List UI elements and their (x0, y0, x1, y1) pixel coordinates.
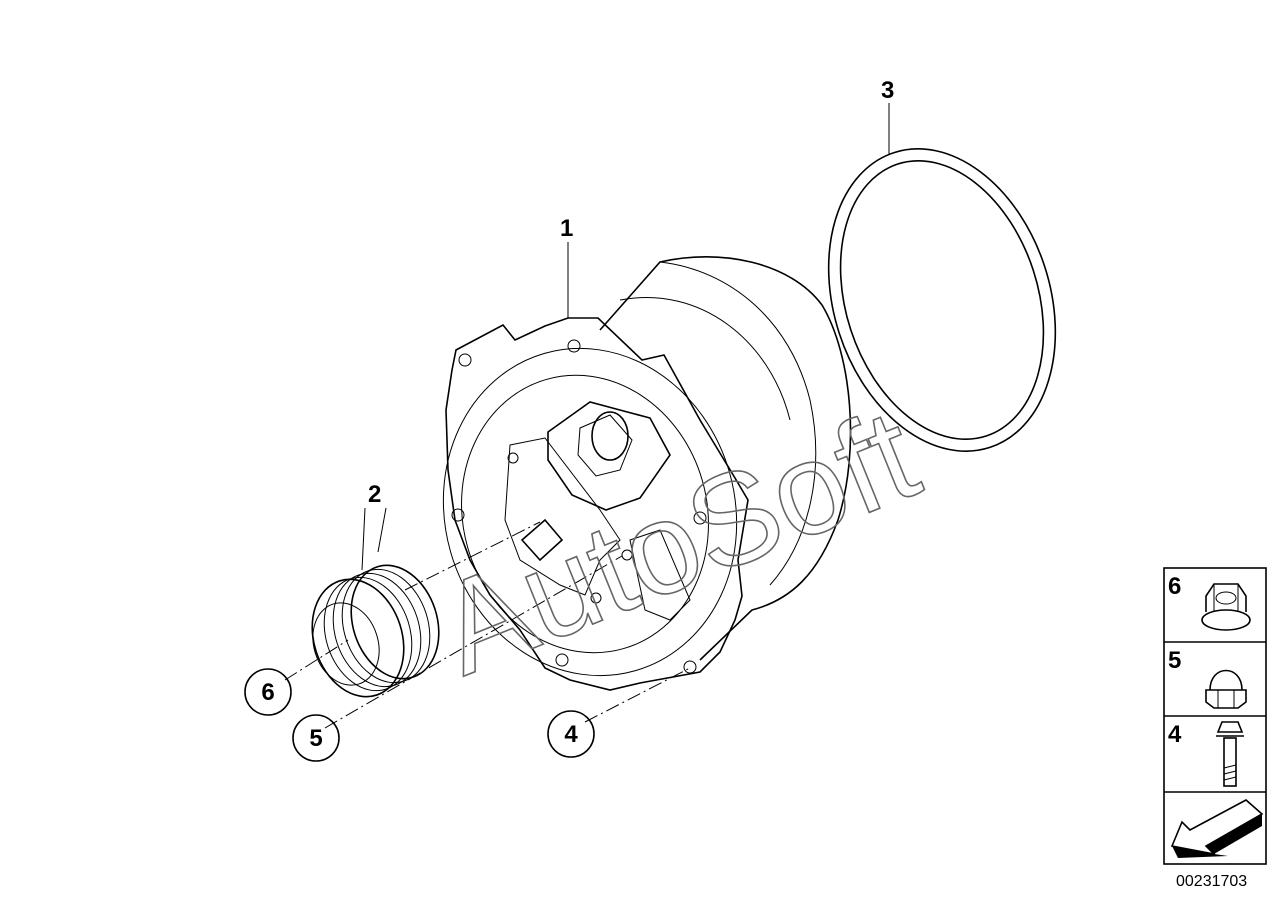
callout-5: 5 (292, 714, 340, 762)
callout-6: 6 (244, 668, 292, 716)
svg-text:4: 4 (564, 721, 578, 748)
legend-label-6: 6 (1168, 573, 1181, 600)
leader-lines (284, 103, 890, 729)
arrow-icon (1170, 799, 1264, 858)
callout-3: 3 (881, 77, 894, 104)
watermark: AutoSoft (419, 380, 936, 702)
alternator (442, 256, 852, 691)
cap-nut-icon (1205, 669, 1247, 709)
flange-nut-icon (1201, 583, 1251, 631)
svg-text:5: 5 (309, 725, 322, 752)
bolt-icon (1216, 721, 1244, 787)
legend-label-4: 4 (1168, 721, 1182, 748)
seal-ring (827, 148, 1057, 452)
svg-text:6: 6 (261, 679, 274, 706)
callout-1: 1 (560, 215, 573, 242)
legend-label-5: 5 (1168, 647, 1181, 674)
reference-number: 00231703 (1176, 873, 1247, 890)
callout-2: 2 (368, 481, 381, 508)
legend-panel: 6 5 4 (1163, 567, 1267, 865)
callout-4: 4 (547, 710, 595, 758)
